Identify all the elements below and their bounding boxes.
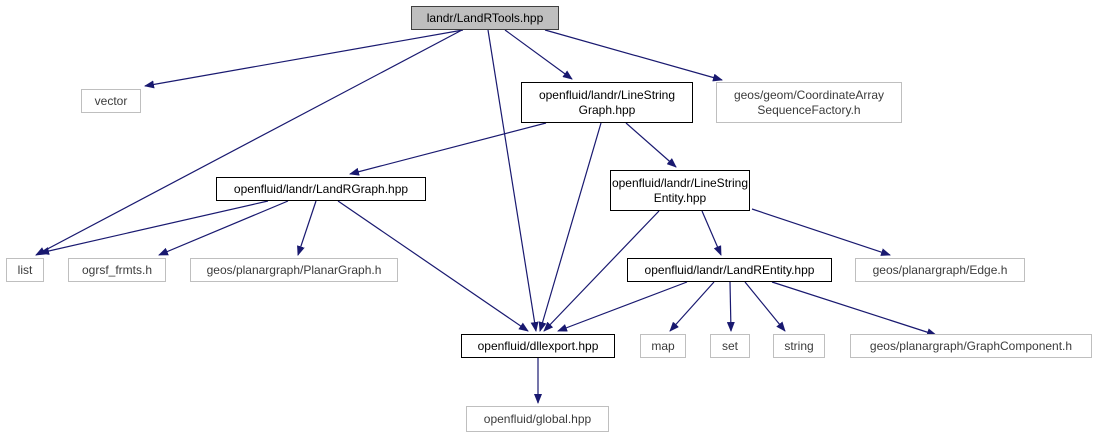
node-planargraph: geos/planargraph/PlanarGraph.h	[190, 258, 398, 282]
node-label: vector	[94, 93, 128, 108]
node-label: openfluid/landr/LineString	[538, 87, 676, 102]
edge-landrentity-to-map	[669, 281, 715, 332]
node-label: map	[651, 338, 675, 353]
node-dllexport[interactable]: openfluid/dllexport.hpp	[461, 334, 615, 358]
node-label: Graph.hpp	[578, 102, 636, 117]
node-landrgraph[interactable]: openfluid/landr/LandRGraph.hpp	[216, 177, 426, 201]
node-string: string	[773, 334, 825, 358]
node-edge: geos/planargraph/Edge.h	[855, 258, 1025, 282]
edge-landrgraph-to-ogrsf	[158, 200, 289, 256]
node-label: openfluid/landr/LineString	[611, 175, 749, 190]
node-vector: vector	[81, 89, 141, 113]
node-root[interactable]: landr/LandRTools.hpp	[411, 6, 559, 30]
node-global: openfluid/global.hpp	[466, 406, 609, 432]
node-label: openfluid/landr/LandRGraph.hpp	[233, 181, 409, 196]
edge-root-to-coordseq	[544, 29, 723, 82]
edge-lsentity-to-dllexport	[543, 210, 660, 332]
node-map: map	[640, 334, 686, 358]
edge-lsgraph-to-landrgraph	[349, 122, 547, 176]
node-label: openfluid/landr/LandREntity.hpp	[644, 262, 815, 277]
node-landrentity[interactable]: openfluid/landr/LandREntity.hpp	[627, 258, 832, 282]
edge-root-to-vector	[144, 29, 464, 89]
node-label: set	[721, 338, 738, 353]
node-list: list	[6, 258, 44, 282]
node-label: list	[17, 262, 33, 277]
edge-landrgraph-to-planargraph	[297, 200, 317, 256]
node-label: Entity.hpp	[653, 190, 707, 205]
edge-root-to-lsgraph	[504, 29, 573, 80]
edge-landrentity-to-string	[744, 281, 786, 332]
edge-lsgraph-to-dllexport	[538, 122, 602, 332]
node-label: ogrsf_frmts.h	[81, 262, 153, 277]
edge-root-to-dllexport	[487, 29, 539, 332]
node-label: SequenceFactory.h	[757, 102, 861, 117]
node-label: geos/geom/CoordinateArray	[733, 87, 885, 102]
edge-lsentity-to-edge	[751, 208, 891, 256]
edge-landrentity-to-set	[726, 281, 735, 332]
edge-landrentity-to-graphcomp	[771, 281, 937, 337]
edge-landrgraph-to-dllexport	[337, 200, 529, 332]
node-label: landr/LandRTools.hpp	[426, 10, 544, 25]
edge-landrentity-to-dllexport	[557, 281, 688, 332]
node-label: geos/planargraph/Edge.h	[872, 262, 1008, 277]
node-label: openfluid/dllexport.hpp	[477, 338, 599, 353]
node-label: geos/planargraph/GraphComponent.h	[869, 338, 1073, 353]
edge-lsentity-to-landrentity	[701, 210, 722, 256]
edge-landrgraph-to-list	[39, 200, 269, 255]
node-label: geos/planargraph/PlanarGraph.h	[206, 262, 382, 277]
edge-root-to-list	[35, 29, 463, 256]
node-set: set	[710, 334, 750, 358]
edge-lsgraph-to-lsentity	[625, 122, 677, 168]
node-label: openfluid/global.hpp	[483, 411, 592, 426]
node-graphcomp: geos/planargraph/GraphComponent.h	[850, 334, 1092, 358]
node-ogrsf: ogrsf_frmts.h	[68, 258, 166, 282]
node-label: string	[784, 338, 814, 353]
